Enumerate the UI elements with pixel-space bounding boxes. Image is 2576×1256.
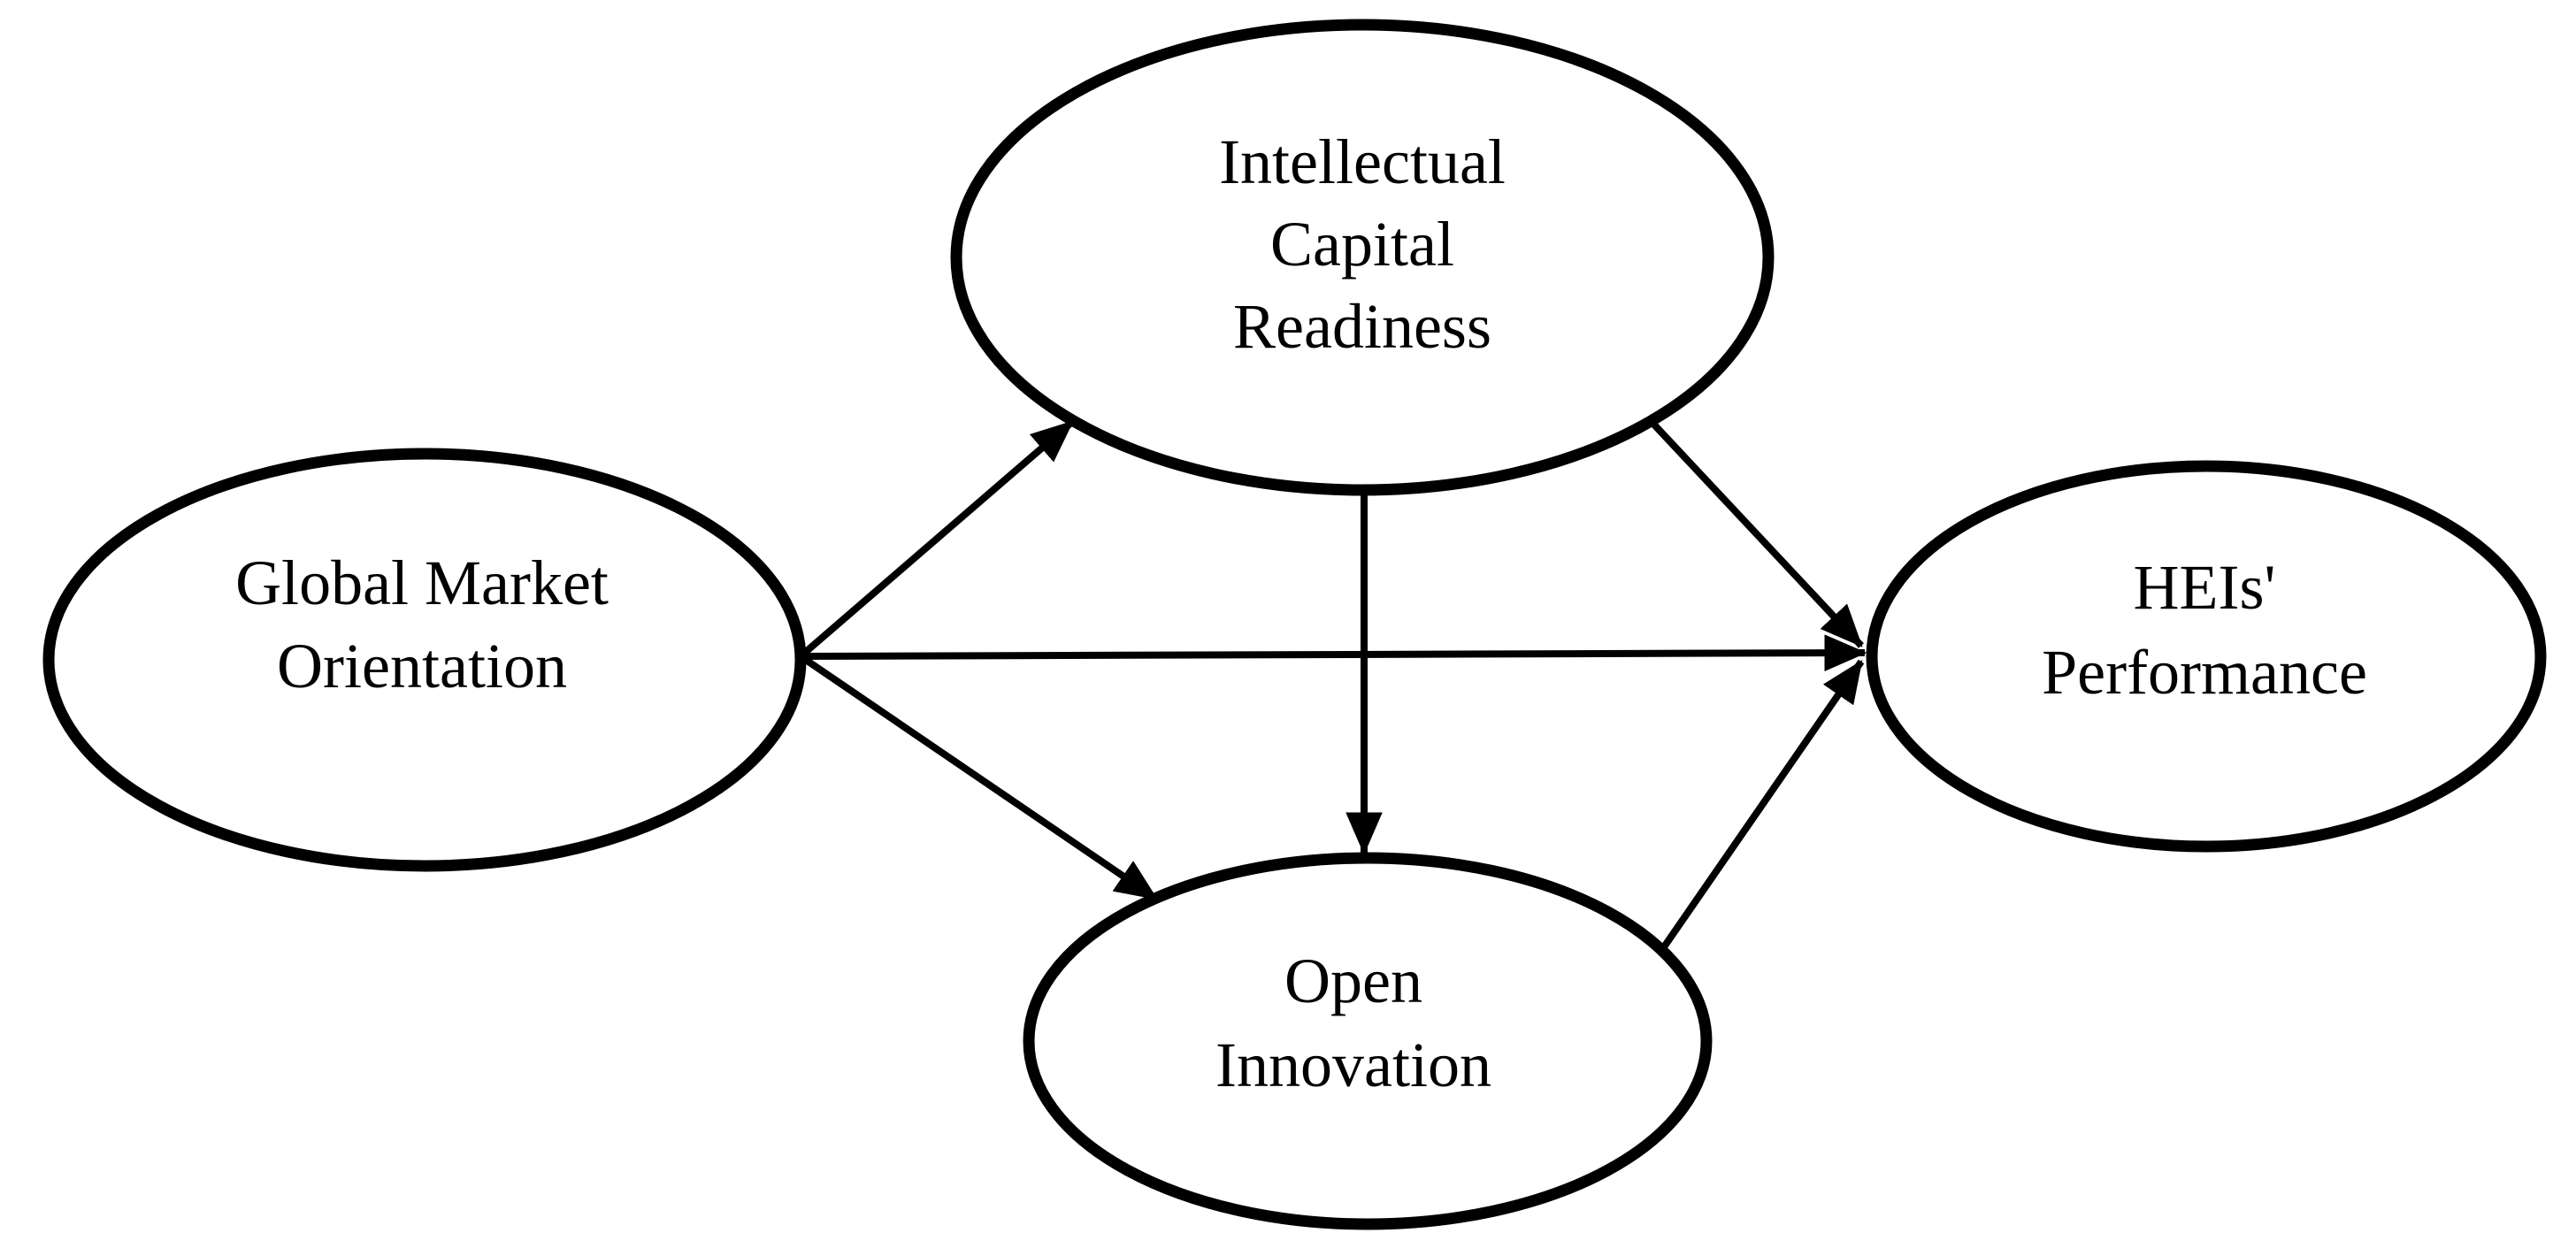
node-ellipse-heis-performance xyxy=(1866,460,2547,853)
edge-oi-to-hei-arrow xyxy=(1658,659,1865,953)
node-label-oi-line-2: Innovation xyxy=(1215,1030,1491,1100)
edge-gmo-to-hei-arrow xyxy=(800,634,1867,671)
node-label-icr-line-1: Intellectual xyxy=(1219,126,1506,197)
node-ellipse-global-market-orientation xyxy=(42,448,807,872)
node-label-hei-line-2: Performance xyxy=(2042,637,2367,708)
node-ellipse-intellectual-capital-readiness xyxy=(950,19,1775,496)
node-ellipse-open-innovation xyxy=(1023,852,1713,1230)
node-label-icr-line-2: Capital xyxy=(1270,209,1454,280)
edge-gmo-to-icr-arrow xyxy=(798,418,1075,660)
node-label-gmo-line-2: Orientation xyxy=(277,631,567,701)
node-label-icr-line-3: Readiness xyxy=(1233,291,1491,362)
edge-gmo-to-oi-arrow xyxy=(798,653,1159,902)
node-label-hei-line-1: HEIs' xyxy=(2134,552,2276,623)
node-label-gmo-line-1: Global Market xyxy=(235,548,609,618)
edge-icr-to-hei-arrow xyxy=(1649,419,1864,648)
node-label-oi-line-1: Open xyxy=(1284,946,1422,1016)
